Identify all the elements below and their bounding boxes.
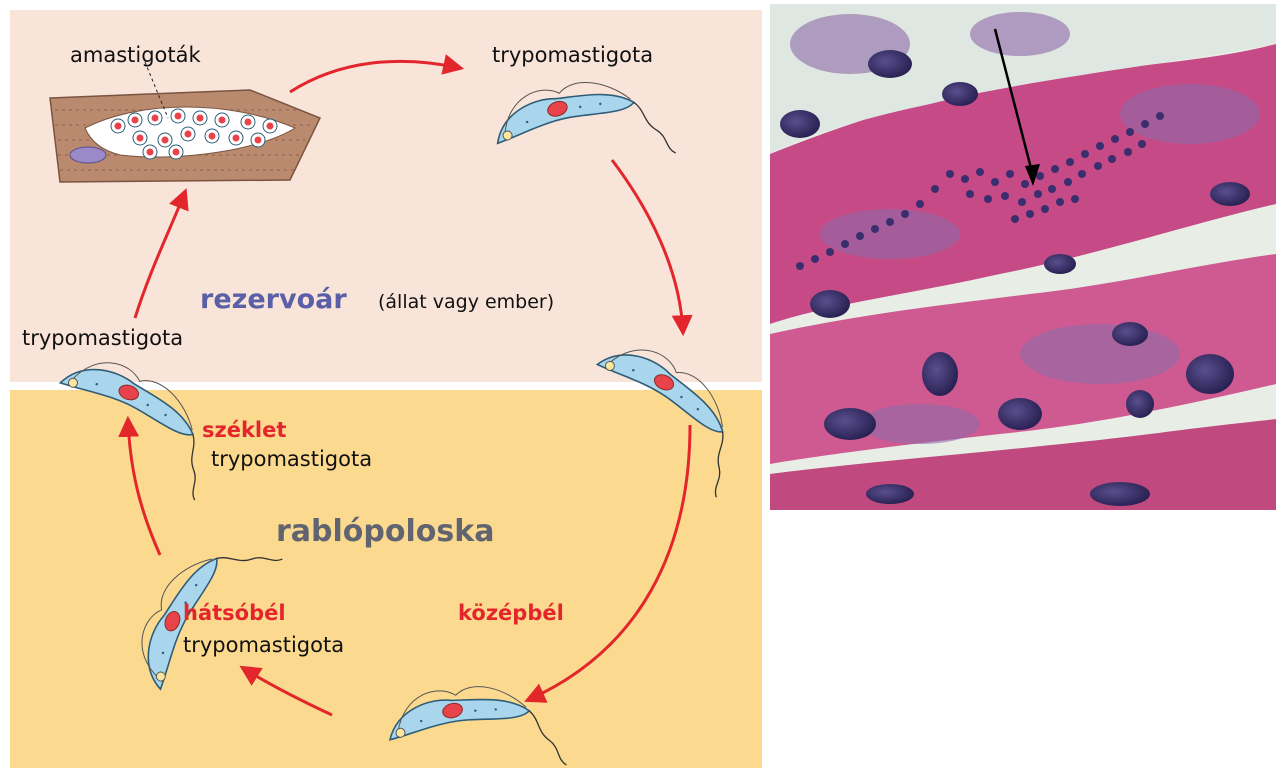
reservoir-subtitle: (állat vagy ember) — [378, 291, 554, 313]
arrow-top-to-right — [610, 159, 693, 337]
arrow-right-to-bottom — [524, 424, 692, 703]
bug-title: rablópoloska — [276, 514, 494, 549]
amastigotes-label: amastigoták — [70, 43, 201, 67]
bug-zone — [10, 390, 762, 768]
arrow-left-to-muscle — [133, 188, 189, 319]
arrow-hindgut-to-left — [118, 415, 162, 556]
hindgut-title: hátsóbél — [183, 601, 286, 625]
muscle-cell-with-amastigotes — [49, 61, 322, 183]
life-cycle-diagram: amastigoták trypomastigota trypomastigot… — [10, 10, 762, 781]
midgut-label: középbél — [458, 601, 564, 625]
arrow-pointer — [993, 28, 1040, 186]
arrow-bottom-to-hindgut — [239, 665, 333, 717]
hindgut-subtitle: trypomastigota — [183, 633, 344, 657]
feces-title: széklet — [202, 418, 286, 442]
arrow-muscle-to-top — [289, 54, 465, 94]
trypomastigote-left-label: trypomastigota — [22, 326, 183, 350]
histology-micrograph — [770, 4, 1276, 510]
feces-subtitle: trypomastigota — [211, 447, 372, 471]
trypomastigote-top-label: trypomastigota — [492, 43, 653, 67]
amastigote-nest — [796, 112, 1164, 270]
reservoir-title: rezervoár — [200, 284, 347, 315]
